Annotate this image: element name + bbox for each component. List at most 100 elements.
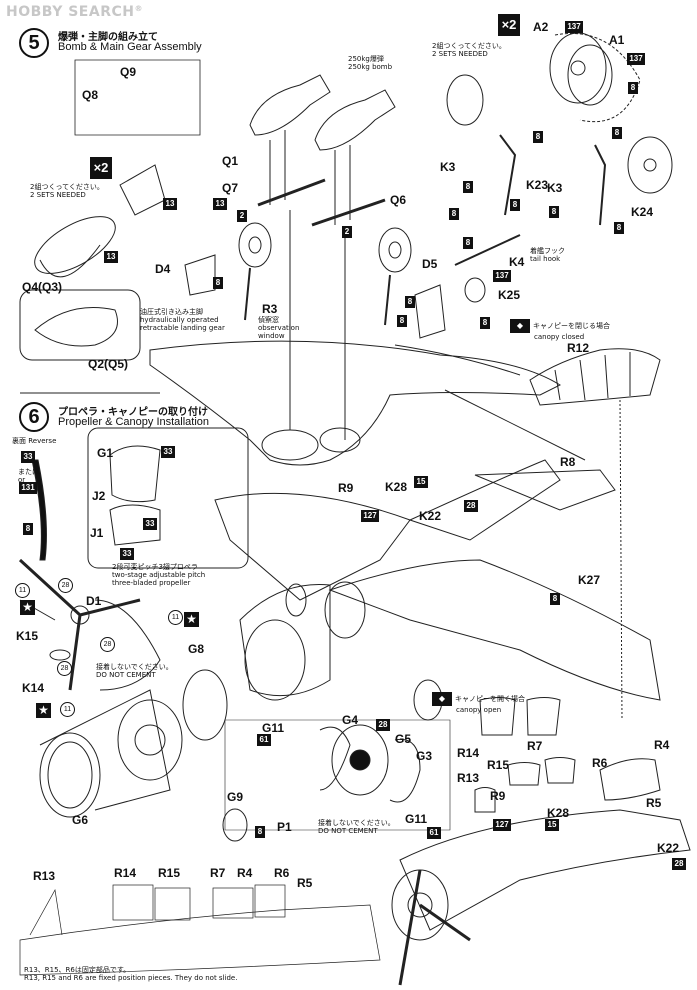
- part-label: G5: [395, 732, 412, 746]
- part-label: D5: [422, 257, 438, 271]
- part-label: G1: [97, 446, 114, 460]
- color-tag: 15: [414, 476, 428, 488]
- color-tag: 8: [405, 296, 415, 308]
- step-6-title-en: Propeller & Canopy Installation: [58, 416, 210, 428]
- part-label: R12: [567, 341, 590, 355]
- color-tag: 33: [21, 451, 35, 463]
- part-label: R13: [457, 771, 480, 785]
- color-tag: 8: [480, 317, 490, 329]
- color-tag: 8: [550, 593, 560, 605]
- part-label: R8: [560, 455, 576, 469]
- part-label: J2: [92, 489, 106, 503]
- part-label: K3: [440, 160, 456, 174]
- multiplier-badge: ×2: [90, 157, 112, 179]
- color-tag: 28: [672, 858, 686, 870]
- color-tag: 8: [255, 826, 265, 838]
- color-tag: 28: [464, 500, 478, 512]
- part-label: Q2(Q5): [88, 357, 129, 371]
- part-label: K15: [16, 629, 39, 643]
- part-label: R6: [274, 866, 290, 880]
- part-label: K28: [547, 806, 570, 820]
- part-label: J1: [90, 526, 104, 540]
- color-tag: 137: [493, 270, 511, 282]
- part-label: Q8: [82, 88, 99, 102]
- part-label: R13: [33, 869, 56, 883]
- color-tag: 61: [257, 734, 271, 746]
- part-label: K3: [547, 181, 563, 195]
- part-label: K22: [657, 841, 680, 855]
- star-icon: ★: [184, 612, 199, 627]
- part-label: G6: [72, 813, 89, 827]
- color-tag: 8: [628, 82, 638, 94]
- color-tag: 8: [614, 222, 624, 234]
- part-label: A1: [609, 33, 625, 47]
- part-label: R3: [262, 302, 278, 316]
- part-label: P1: [277, 820, 292, 834]
- part-label: R4: [237, 866, 253, 880]
- part-label: K28: [385, 480, 408, 494]
- color-tag: 28: [376, 719, 390, 731]
- part-label: R14: [114, 866, 137, 880]
- color-tag: 13: [163, 198, 177, 210]
- part-label: K22: [419, 509, 442, 523]
- part-label: Q7: [222, 181, 239, 195]
- star-icon: ★: [20, 600, 35, 615]
- decal-number: 11: [60, 702, 75, 717]
- part-label: D4: [155, 262, 171, 276]
- color-tag: 8: [612, 127, 622, 139]
- part-label: R4: [654, 738, 670, 752]
- color-tag: 8: [463, 237, 473, 249]
- color-tag: 13: [213, 198, 227, 210]
- no-cement-note: 接着しないでください。DO NOT CEMENT: [318, 819, 395, 835]
- part-label: G11: [405, 812, 428, 826]
- part-label: R7: [527, 739, 543, 753]
- decal-number: 28: [57, 661, 72, 676]
- color-tag: 13: [104, 251, 118, 263]
- step-6-number: 6: [19, 402, 49, 432]
- color-tag: 131: [19, 482, 37, 494]
- watermark: HOBBY SEARCH®: [6, 4, 143, 20]
- reverse-note: 裏面 Reverse: [12, 437, 57, 445]
- color-tag: 8: [449, 208, 459, 220]
- part-label: R6: [592, 756, 608, 770]
- step-6-title-jp: プロペラ・キャノピーの取り付け: [58, 407, 208, 418]
- color-tag: 61: [427, 827, 441, 839]
- part-label: K24: [631, 205, 654, 219]
- part-label: K23: [526, 178, 549, 192]
- color-tag: 8: [533, 131, 543, 143]
- part-label: Q6: [390, 193, 407, 207]
- color-tag: 8: [213, 277, 223, 289]
- color-tag: 137: [565, 21, 583, 33]
- part-label: G9: [227, 790, 244, 804]
- canopy-icon: ◆: [432, 692, 452, 706]
- decal-number: 28: [100, 637, 115, 652]
- color-tag: 8: [510, 199, 520, 211]
- part-label: R5: [297, 876, 313, 890]
- no-cement-note: 接着しないでください。DO NOT CEMENT: [96, 663, 173, 679]
- part-label: Q9: [120, 65, 137, 79]
- color-tag: 127: [361, 510, 379, 522]
- part-label: R15: [487, 758, 510, 772]
- color-tag: 8: [549, 206, 559, 218]
- step-5-number: 5: [19, 28, 49, 58]
- part-label: G3: [416, 749, 433, 763]
- decal-number: 11: [168, 610, 183, 625]
- part-label: G8: [188, 642, 205, 656]
- canopy-icon: ◆: [510, 319, 530, 333]
- part-label: K14: [22, 681, 45, 695]
- step-5-title-en: Bomb & Main Gear Assembly: [58, 41, 202, 53]
- color-tag: 15: [545, 819, 559, 831]
- part-label: G4: [342, 713, 359, 727]
- star-icon: ★: [36, 703, 51, 718]
- color-tag: 127: [493, 819, 511, 831]
- color-tag: 8: [463, 181, 473, 193]
- color-tag: 33: [120, 548, 134, 560]
- part-label: K4: [509, 255, 525, 269]
